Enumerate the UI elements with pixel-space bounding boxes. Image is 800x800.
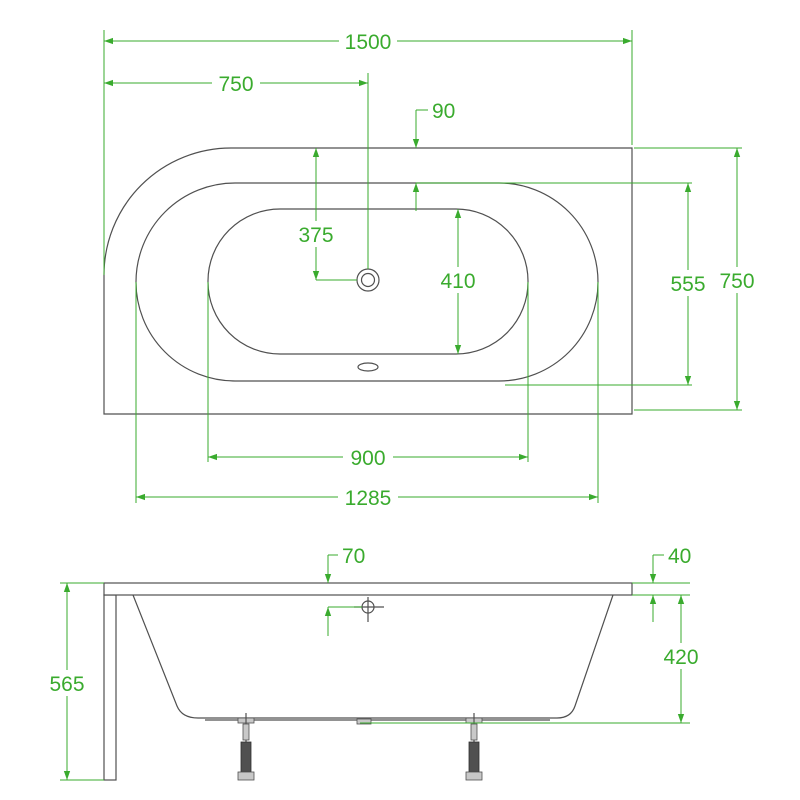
tub-leg-right <box>465 713 483 781</box>
dim-label-total-width: 750 <box>719 270 754 293</box>
dim-label-rim-thickness: 40 <box>668 545 691 568</box>
dimension-inner-length: 1285 <box>136 485 598 510</box>
dimension-total-width: 750 <box>714 148 760 410</box>
dim-label-drain-from-back: 375 <box>298 224 333 247</box>
dimension-overflow-height: 70 <box>324 545 365 636</box>
dimension-rim-thickness: 40 <box>649 545 691 622</box>
side-rim <box>103 582 633 596</box>
overflow-icon <box>357 362 379 372</box>
dim-label-total-length: 1500 <box>345 31 392 54</box>
dimension-bottom-length: 900 <box>208 445 528 470</box>
top-view: 1500 750 90 375 410 <box>103 29 760 510</box>
tub-inner-basin <box>135 182 599 382</box>
tub-leg-left <box>237 713 255 781</box>
dimension-rim-overflow: 90 <box>412 100 455 211</box>
side-view: 70 40 420 565 <box>44 545 704 781</box>
dimension-drain-from-back: 375 <box>294 148 338 280</box>
dimension-inner-width: 555 <box>666 183 710 385</box>
dim-label-bottom-length: 900 <box>350 447 385 470</box>
dim-label-inner-width: 555 <box>670 273 705 296</box>
top-extension-lines <box>103 30 742 503</box>
side-apron-panel <box>103 594 117 781</box>
dim-label-bottom-width: 410 <box>440 270 475 293</box>
dimension-total-height: 565 <box>44 583 90 780</box>
side-tub-body <box>132 594 614 719</box>
side-extension-lines <box>60 582 690 781</box>
dim-label-depth: 420 <box>663 646 698 669</box>
side-drain <box>356 718 372 725</box>
dimension-total-length: 1500 <box>104 29 632 54</box>
side-overflow-icon <box>354 597 384 622</box>
dimension-depth: 420 <box>658 595 704 723</box>
tub-outer-rim <box>103 147 633 415</box>
dim-label-overflow-height: 70 <box>342 545 365 568</box>
dim-label-rim-overflow: 90 <box>432 100 455 123</box>
drain-icon <box>356 268 380 292</box>
dim-label-drain-from-left: 750 <box>218 73 253 96</box>
dimension-bottom-width: 410 <box>436 209 480 354</box>
dim-label-inner-length: 1285 <box>345 487 392 510</box>
dimension-drain-from-left: 750 <box>104 71 368 96</box>
dim-label-total-height: 565 <box>49 673 84 696</box>
